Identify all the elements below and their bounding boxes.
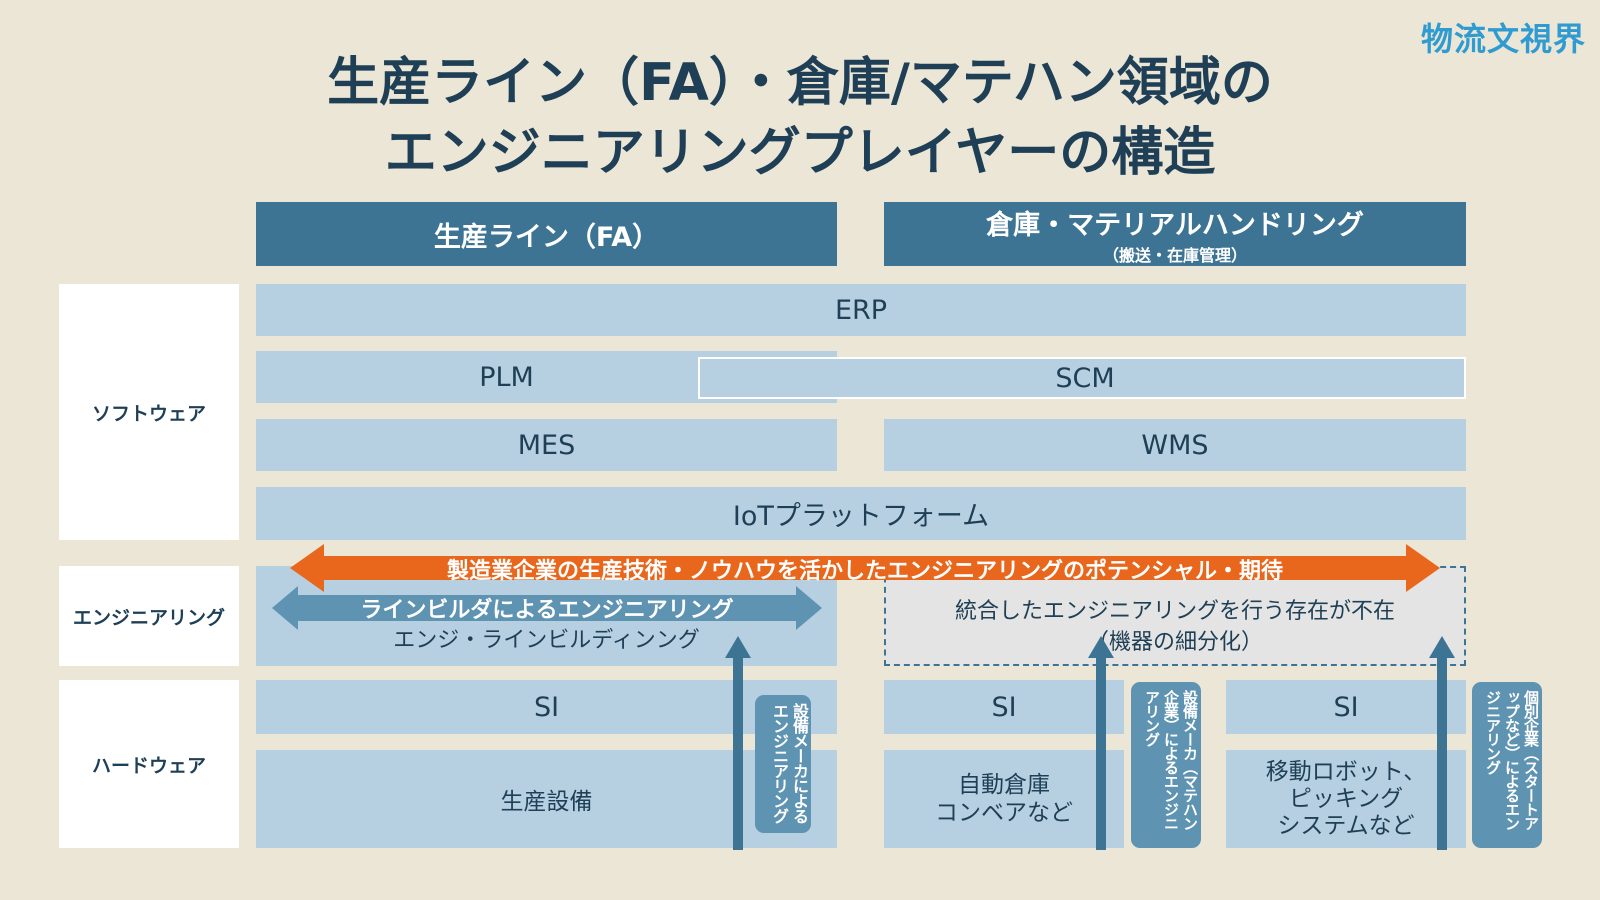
equipment-warehouse-line-2: コンベアなど [935,800,1073,826]
si-warehouse-box: SI [884,680,1124,734]
warehouse-maker-label: 設備メーカ（マテハン企業）によるエンジニアリング [1131,682,1201,848]
absent-engineering-box: 統合したエンジニアリングを行う存在が不在 （機器の細分化） [884,566,1466,666]
si-robot-box: SI [1226,680,1466,734]
equipment-warehouse-box: 自動倉庫 コンベアなど [884,750,1124,848]
potential-arrow-shape [290,544,1440,592]
scm-label: SCM [1055,362,1115,394]
plm-label: PLM [479,361,534,393]
title-line-1: 生産ライン（FA）・倉庫/マテハン領域の [327,53,1273,113]
potential-arrow-label: 製造業企業の生産技術・ノウハウを活かしたエンジニアリングのポテンシャル・期待 [446,559,1283,584]
iot-platform-box: IoTプラットフォーム [256,487,1466,540]
header-warehouse-sublabel: （搬送・在庫管理） [1102,245,1247,265]
up-arrow-warehouse-shape [1088,636,1114,850]
equipment-robot-line-1: 移動ロボット、 [1265,758,1427,785]
absent-text-2: （機器の細分化） [1086,630,1263,655]
line-builder-arrow [272,586,822,630]
up-arrow-robot [1429,636,1455,850]
page-title: 生産ライン（FA）・倉庫/マテハン領域の エンジニアリングプレイヤーの構造 [0,48,1600,188]
header-warehouse: 倉庫・マテリアルハンドリング （搬送・在庫管理） [884,202,1466,266]
row-label-software: ソフトウェア [59,284,239,540]
line-builder-arrow-shape [272,586,822,630]
potential-arrow [290,544,1440,592]
mes-box: MES [256,419,837,471]
equipment-warehouse-line-1: 自動倉庫 [958,772,1050,798]
header-fa: 生産ライン（FA） [256,202,837,266]
wms-box: WMS [884,419,1466,471]
absent-text-1: 統合したエンジニアリングを行う存在が不在 [954,599,1395,624]
header-fa-label: 生産ライン（FA） [433,221,660,253]
equipment-robot-box: 移動ロボット、 ピッキング システムなど [1226,750,1466,848]
title-line-2: エンジニアリングプレイヤーの構造 [384,123,1216,183]
row-label-engineering: エンジニアリング [59,566,239,666]
erp-box: ERP [256,284,1466,336]
up-arrow-fa-shape [725,636,751,850]
line-builder-text: エンジ・ラインビルディンング [393,628,700,653]
row-label-hardware: ハードウェア [59,680,239,848]
brand-logo: 物流文視界 [1420,20,1586,58]
header-warehouse-label: 倉庫・マテリアルハンドリング [986,209,1364,241]
equipment-robot-line-3: システムなど [1277,812,1415,839]
line-builder-arrow-label: ラインビルダによるエンジニアリング [360,598,734,623]
individual-company-label: 個別企業（スタートアップなど）によるエンジニアリング [1472,682,1542,848]
equipment-robot-line-2: ピッキング [1288,785,1404,812]
fa-maker-label: 設備メーカによるエンジニアリング [755,695,811,833]
up-arrow-warehouse [1088,636,1114,850]
scm-box [698,357,1466,399]
up-arrow-fa [725,636,751,850]
up-arrow-robot-shape [1429,636,1455,850]
